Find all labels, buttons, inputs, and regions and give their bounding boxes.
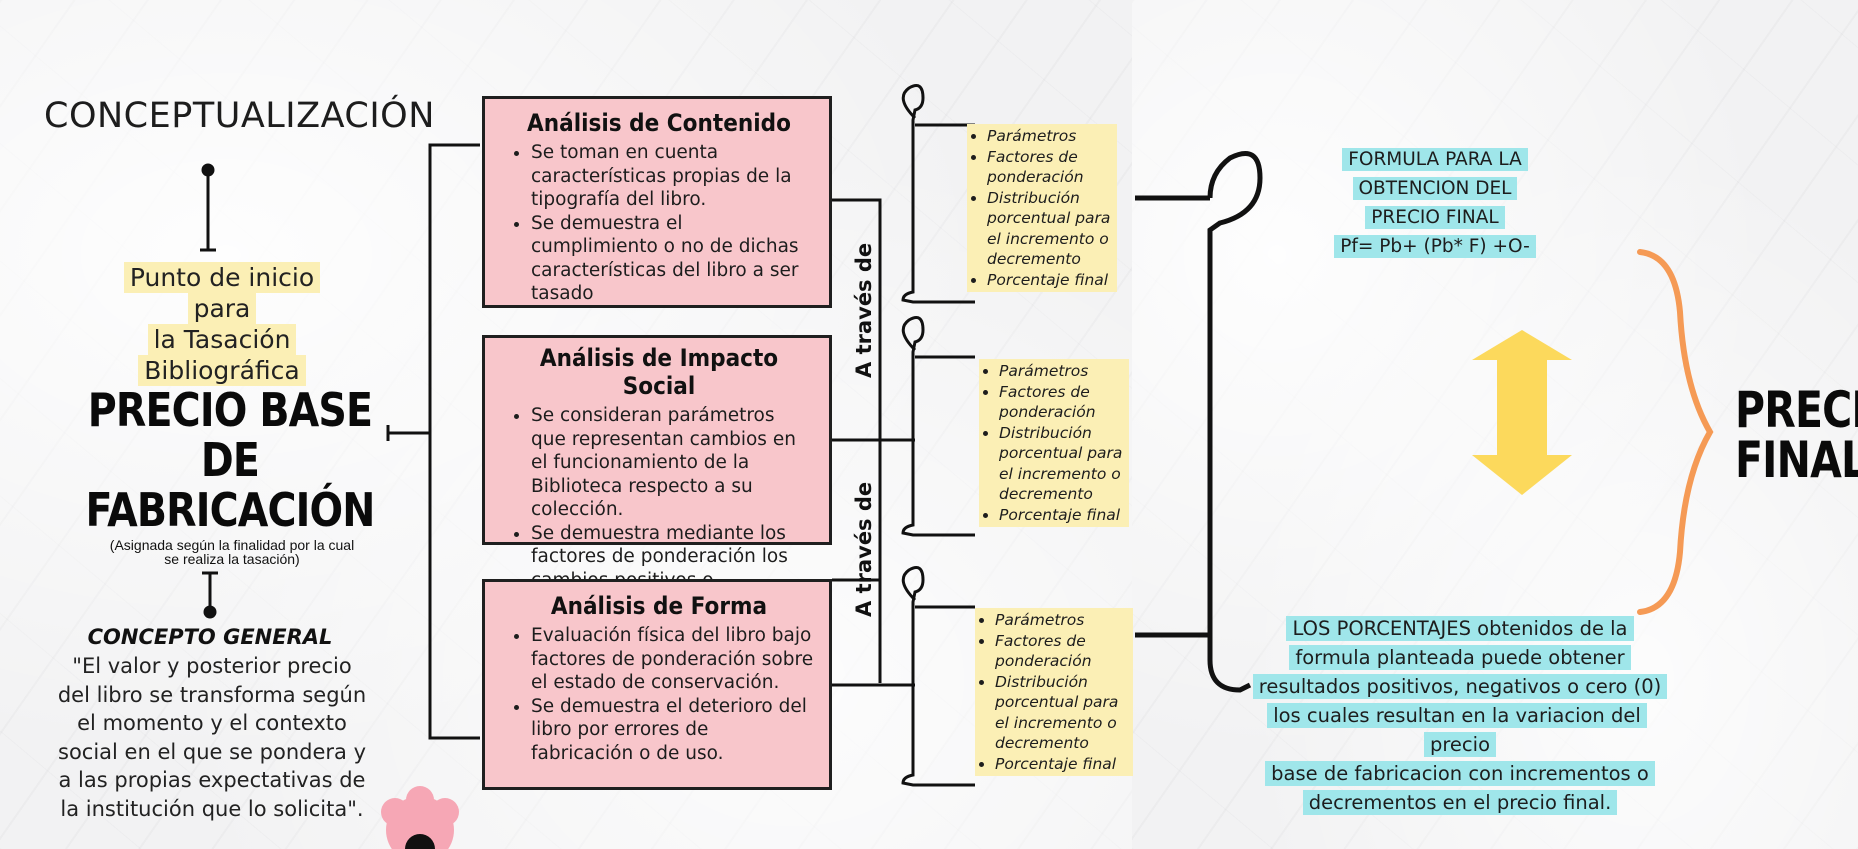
- main-subtitle: (Asignada según la finalidad por la cual…: [109, 537, 355, 567]
- criteria-item: Parámetros: [995, 610, 1129, 631]
- percentages-note: LOS PORCENTAJES obtenidos de la formula …: [1240, 614, 1680, 817]
- analysis-item: Se consideran parámetros que representan…: [531, 404, 815, 522]
- formula-box: FORMULA PARA LA OBTENCION DEL PRECIO FIN…: [1330, 145, 1540, 261]
- through-label: A través de: [852, 481, 876, 617]
- criteria-item: Porcentaje final: [999, 505, 1125, 526]
- analysis-box-form: Análisis de Forma Evaluación física del …: [482, 579, 832, 790]
- concept-quote: "El valor y posterior precio del libro s…: [57, 654, 367, 821]
- criteria-list-3: Parámetros Factores de ponderación Distr…: [975, 608, 1133, 776]
- criteria-item: Distribución porcentual para el incremen…: [995, 672, 1129, 754]
- start-point-label: Punto de inicio para la Tasación Bibliog…: [98, 262, 346, 386]
- connector-top-dot: [201, 163, 215, 177]
- orange-brace: [1637, 249, 1714, 615]
- criteria-item: Factores de ponderación: [987, 147, 1113, 188]
- analysis-title: Análisis de Contenido: [527, 109, 791, 137]
- analysis-item: Evaluación física del libro bajo factore…: [531, 624, 815, 695]
- concept-heading: CONCEPTO GENERAL: [87, 625, 333, 649]
- curl-bracket-1: [901, 84, 975, 304]
- final-price-title: PRECIO FINAL: [1735, 381, 1858, 489]
- analysis-box-content: Análisis de Contenido Se toman en cuenta…: [482, 96, 832, 308]
- criteria-item: Parámetros: [999, 361, 1125, 382]
- through-label: A través de: [852, 242, 876, 378]
- right-marble-panel: [1132, 0, 1858, 849]
- double-arrow-icon: [1472, 330, 1572, 495]
- main-title: PRECIO BASE DE FABRICACIÓN: [85, 383, 375, 537]
- left-bracket: [428, 143, 480, 740]
- criteria-item: Porcentaje final: [987, 270, 1113, 291]
- criteria-item: Factores de ponderación: [995, 631, 1129, 672]
- criteria-item: Distribución porcentual para el incremen…: [999, 423, 1125, 505]
- criteria-item: Porcentaje final: [995, 754, 1129, 775]
- analysis-title: Análisis de Forma: [550, 592, 768, 620]
- curl-bracket-3: [901, 566, 975, 787]
- criteria-list-1: Parámetros Factores de ponderación Distr…: [967, 124, 1117, 292]
- criteria-item: Parámetros: [987, 126, 1113, 147]
- big-curl-bracket: [1207, 151, 1263, 693]
- analysis-item: Se demuestra el deterioro del libro por …: [531, 695, 815, 766]
- analysis-title: Análisis de Impacto Social: [539, 344, 779, 400]
- analysis-box-social: Análisis de Impacto Social Se consideran…: [482, 335, 832, 614]
- criteria-item: Factores de ponderación: [999, 382, 1125, 423]
- connector-bottom-dot: [203, 605, 217, 619]
- analysis-item: Se demuestra el cumplimiento o no de dic…: [531, 212, 815, 306]
- criteria-list-2: Parámetros Factores de ponderación Distr…: [979, 359, 1129, 527]
- criteria-item: Distribución porcentual para el incremen…: [987, 188, 1113, 270]
- flower-decoration: [381, 786, 459, 849]
- analysis-item: Se toman en cuenta características propi…: [531, 141, 815, 212]
- curl-bracket-2: [901, 316, 975, 537]
- concept-title: CONCEPTUALIZACIÓN: [44, 96, 435, 136]
